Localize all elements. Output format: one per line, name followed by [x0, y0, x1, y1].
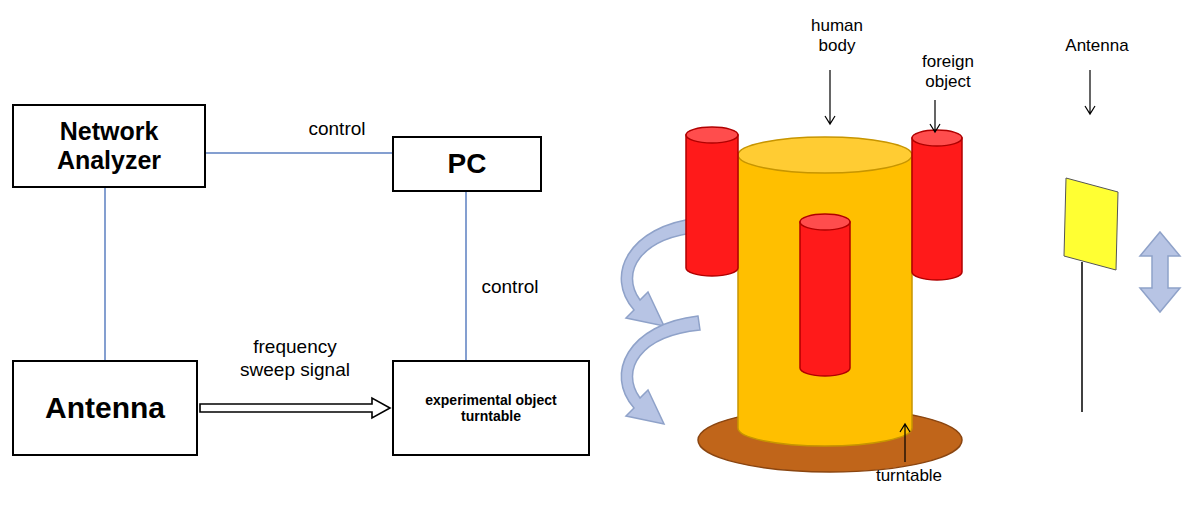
block-box: experimental object turntable: [392, 360, 590, 456]
block-box: Network Analyzer: [12, 104, 206, 188]
edge-label: control: [295, 118, 379, 141]
part-label: foreign object: [896, 52, 1000, 93]
box-label: experimental object turntable: [394, 392, 588, 424]
antenna-pole: [1081, 262, 1083, 412]
block-box: Antenna: [12, 360, 198, 456]
part-label: turntable: [862, 466, 956, 486]
connector: [105, 188, 106, 360]
leader-arrow: [825, 70, 1095, 462]
box-label: Antenna: [45, 391, 165, 426]
antenna-panel: [1064, 178, 1118, 270]
foreign-object-cylinder: [686, 127, 962, 376]
box-label: PC: [448, 148, 487, 180]
block-box: PC: [392, 136, 542, 192]
connector: [206, 153, 392, 154]
part-label: Antenna: [1040, 36, 1154, 56]
motion-arrow: [1140, 232, 1180, 312]
part-label: human body: [800, 16, 874, 57]
edge-label: frequency sweep signal: [228, 336, 362, 382]
connector: [466, 192, 467, 360]
connector: [200, 398, 390, 418]
body-cylinder: [738, 137, 912, 446]
box-label: Network Analyzer: [14, 117, 204, 175]
edge-label: control: [468, 276, 552, 299]
